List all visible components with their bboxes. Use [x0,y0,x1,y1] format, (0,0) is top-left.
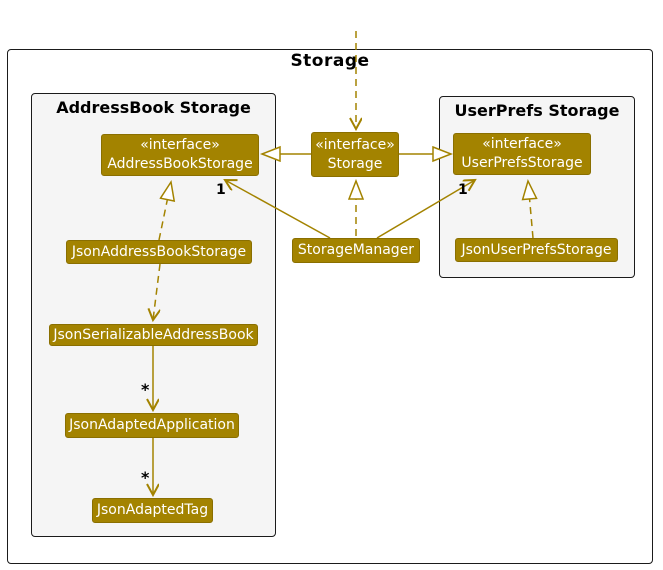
diagram-title: Storage [290,51,370,71]
package-addressbook-storage-label: AddressBook Storage [56,98,251,117]
package-userprefs-storage-label: UserPrefs Storage [454,101,620,120]
class-interface-storage: «interface» Storage [311,132,399,177]
class-jsonadaptedtag: JsonAdaptedTag [92,498,213,523]
class-name-label: Storage [327,155,383,172]
class-name-label: JsonAdaptedTag [96,502,209,518]
class-jsonadaptedapplication: JsonAdaptedApplication [65,413,239,438]
class-jsonaddressbookstorage: JsonAddressBookStorage [66,240,252,264]
class-storagemanager: StorageManager [292,238,420,263]
stereotype-label: «interface» [140,137,220,153]
stereotype-label: «interface» [315,136,395,153]
class-jsonserializableaddressbook: JsonSerializableAddressBook [49,324,258,346]
class-name-label: AddressBookStorage [107,156,253,172]
multiplicity-label-star-lower: * [141,468,150,487]
class-name-label: JsonSerializableAddressBook [53,326,254,343]
class-name-label: UserPrefsStorage [461,155,583,171]
class-name-label: JsonAddressBookStorage [71,243,247,260]
stereotype-label: «interface» [482,136,562,152]
class-jsonuserprefsstorage: JsonUserPrefsStorage [455,238,618,262]
class-name-label: StorageManager [297,242,415,258]
class-interface-addressbookstorage: «interface» AddressBookStorage [101,134,259,176]
class-interface-userprefsstorage: «interface» UserPrefsStorage [453,133,591,175]
class-name-label: JsonAdaptedApplication [69,417,235,433]
multiplicity-label-one-right: 1 [458,182,468,198]
multiplicity-label-one-left: 1 [216,182,226,198]
class-name-label: JsonUserPrefsStorage [461,241,612,258]
multiplicity-label-star-upper: * [141,380,150,399]
